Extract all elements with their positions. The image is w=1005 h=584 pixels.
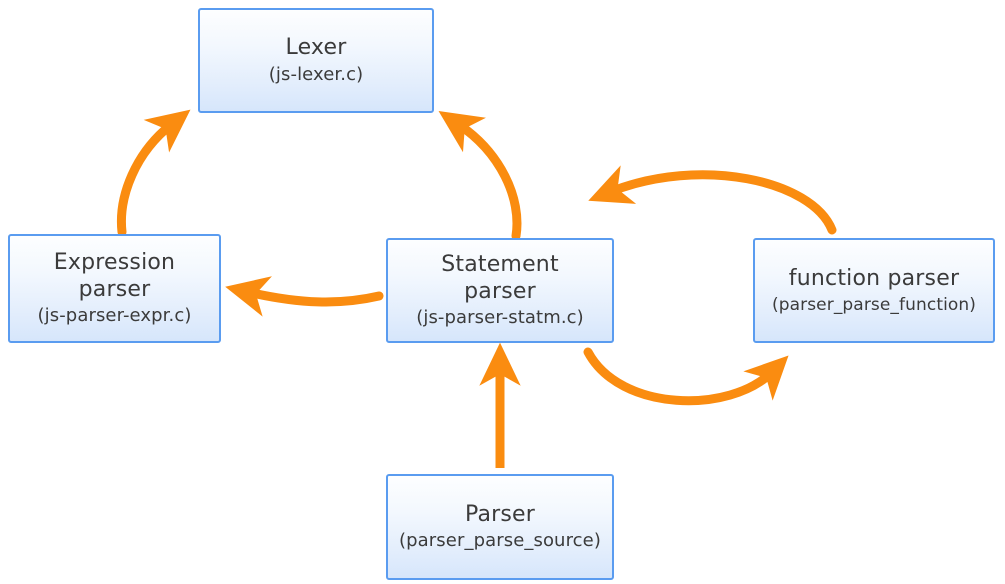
node-function-parser-title: function parser: [788, 265, 960, 291]
edge-statement-to-lexer: [438, 111, 522, 241]
node-statement-parser-title: Statement parser: [441, 251, 559, 304]
node-function-parser[interactable]: function parser (parser_parse_function): [753, 238, 995, 343]
node-parser[interactable]: Parser (parser_parse_source): [386, 474, 614, 580]
node-lexer-subtitle: (js-lexer.c): [268, 63, 364, 85]
node-statement-parser[interactable]: Statement parser (js-parser-statm.c): [386, 238, 614, 343]
node-lexer-title: Lexer: [285, 35, 347, 61]
edge-statement-to-function: [583, 347, 789, 406]
node-expression-parser[interactable]: Expression parser (js-parser-expr.c): [8, 234, 221, 343]
node-expression-parser-title: Expression parser: [53, 249, 176, 302]
node-parser-subtitle: (parser_parse_source): [399, 530, 601, 552]
edge-statement-to-expression: [225, 276, 384, 317]
node-lexer[interactable]: Lexer (js-lexer.c): [198, 8, 434, 113]
node-expression-parser-subtitle: (js-parser-expr.c): [37, 305, 192, 327]
node-statement-parser-subtitle: (js-parser-statm.c): [416, 307, 584, 329]
edge-expression-to-lexer: [116, 109, 191, 237]
edge-function-to-statement: [588, 165, 837, 235]
node-function-parser-subtitle: (parser_parse_function): [771, 294, 977, 315]
node-parser-title: Parser: [464, 501, 536, 527]
